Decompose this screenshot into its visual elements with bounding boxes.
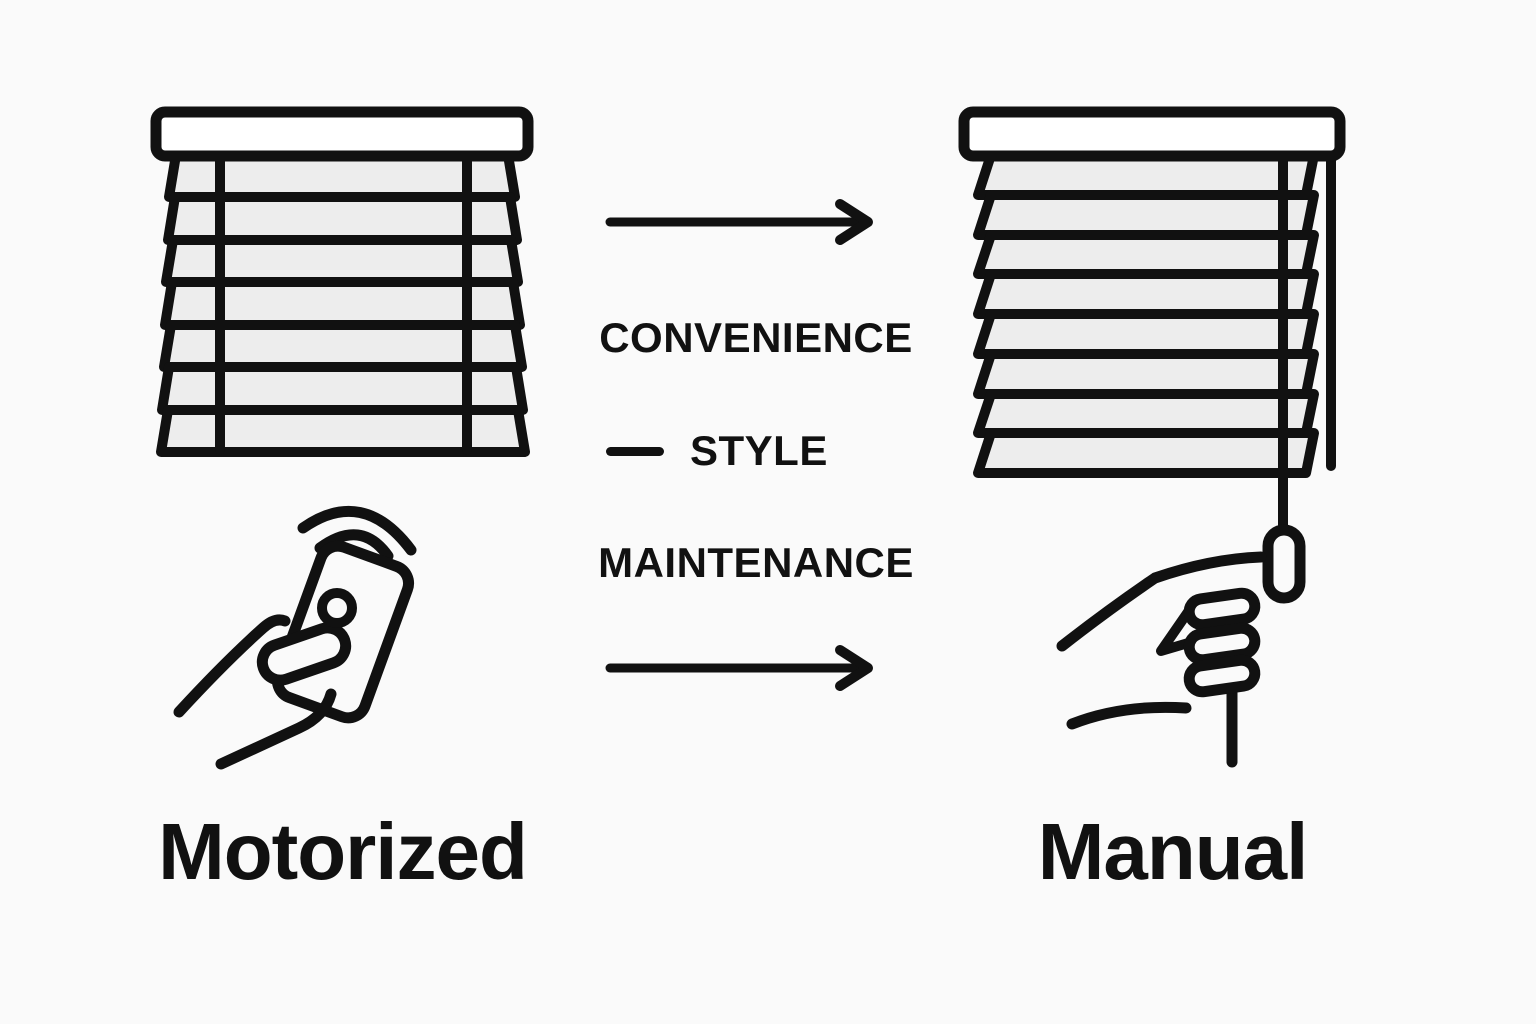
blinds-headrail [150, 106, 534, 162]
signal-waves-icon [297, 505, 417, 562]
factor-style-row: STYLE [606, 430, 828, 472]
manual-label: Manual [1037, 807, 1309, 896]
finger [1183, 622, 1261, 666]
hand-back-line [173, 614, 291, 718]
finger [1183, 587, 1261, 631]
dash-icon [606, 446, 664, 456]
motorized-blinds-icon [150, 106, 534, 457]
arrow-right-icon [605, 199, 873, 245]
wrist-line [1066, 701, 1192, 730]
factor-style: STYLE [690, 427, 828, 474]
thumb [256, 622, 352, 686]
remote-control-hand-icon [173, 505, 417, 770]
index-finger-line [1056, 551, 1267, 652]
remote-button [317, 588, 357, 628]
thumb [1156, 607, 1200, 656]
factor-maintenance: MAINTENANCE [598, 539, 914, 586]
motorized-label: Motorized [158, 807, 528, 896]
wrist-line [215, 688, 337, 770]
blinds-slats [156, 150, 530, 457]
cord-tassel [1262, 524, 1306, 604]
finger [1183, 654, 1261, 698]
blinds-slats [973, 150, 1319, 478]
lift-cords [215, 151, 472, 455]
hand-pulling-cord-icon [1056, 551, 1267, 768]
arrow-right-icon [605, 645, 873, 691]
factor-convenience: CONVENIENCE [599, 314, 913, 361]
manual-blinds-icon [958, 106, 1346, 768]
blinds-headrail [958, 106, 1346, 162]
